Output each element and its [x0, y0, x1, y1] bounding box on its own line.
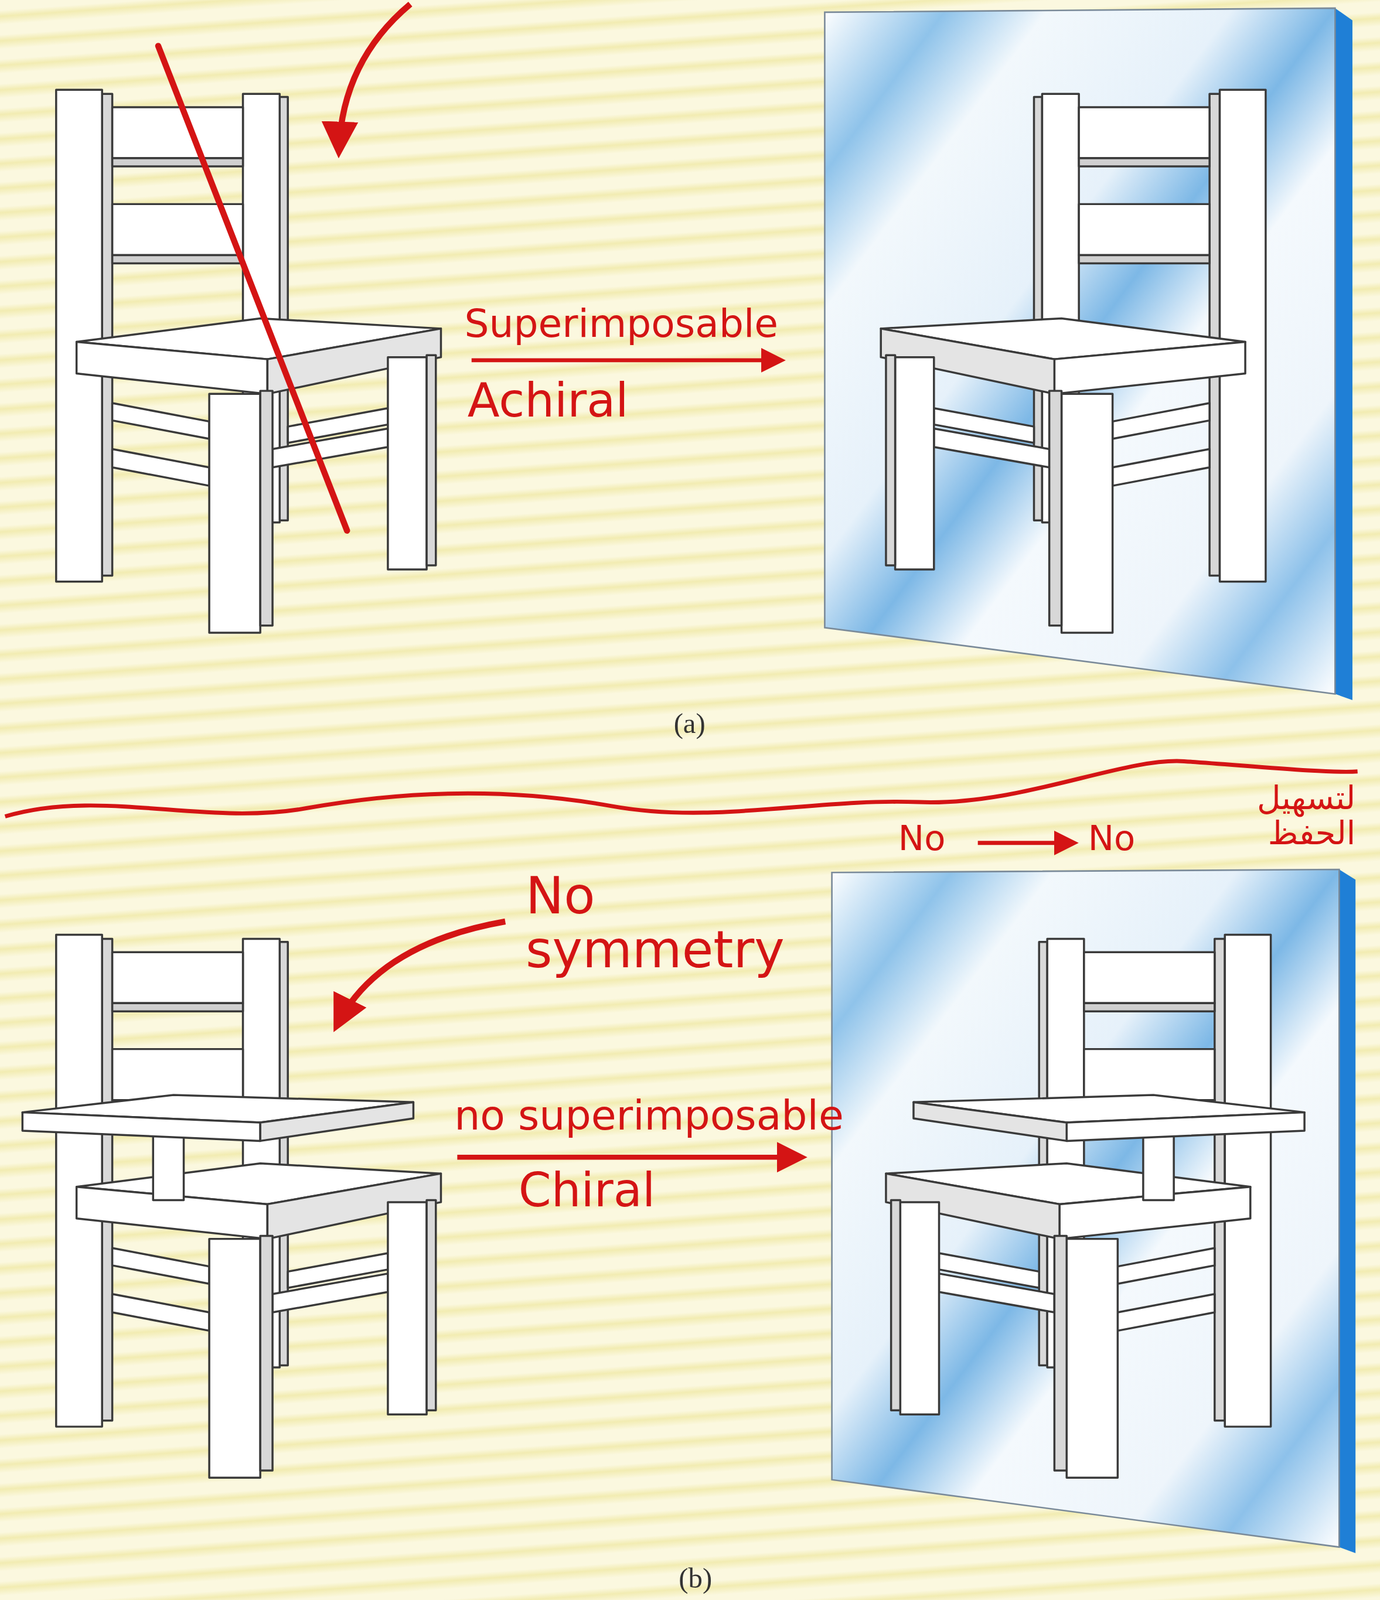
annotation: no superimposable — [454, 1094, 844, 1137]
pointer-arrow — [338, 4, 411, 152]
mirror-edge — [1334, 8, 1353, 701]
mirror-edge — [1338, 869, 1356, 1554]
pointer-arrow — [336, 921, 506, 1027]
chair — [56, 89, 442, 633]
tablet-chair-reflection — [886, 935, 1305, 1479]
annotation: Superimposable — [464, 304, 779, 345]
panel-label: (a) — [673, 708, 706, 739]
annotation: No — [898, 820, 946, 857]
annotation: Chiral — [518, 1165, 656, 1215]
annotation: Achiral — [467, 375, 629, 425]
mirror — [824, 8, 1335, 695]
tablet-chair — [22, 935, 441, 1479]
note: لتسهيل الحفظ — [1184, 781, 1356, 851]
mirror — [832, 869, 1340, 1548]
symmetry-plane — [158, 45, 347, 531]
arrow — [471, 358, 782, 363]
annotation: No symmetry — [525, 869, 802, 977]
arrow — [978, 840, 1075, 845]
arrow — [457, 1154, 802, 1161]
panel-label: (b) — [678, 1564, 712, 1594]
chair-reflection — [880, 89, 1266, 633]
annotation: No — [1088, 820, 1136, 857]
divider — [5, 761, 1358, 817]
